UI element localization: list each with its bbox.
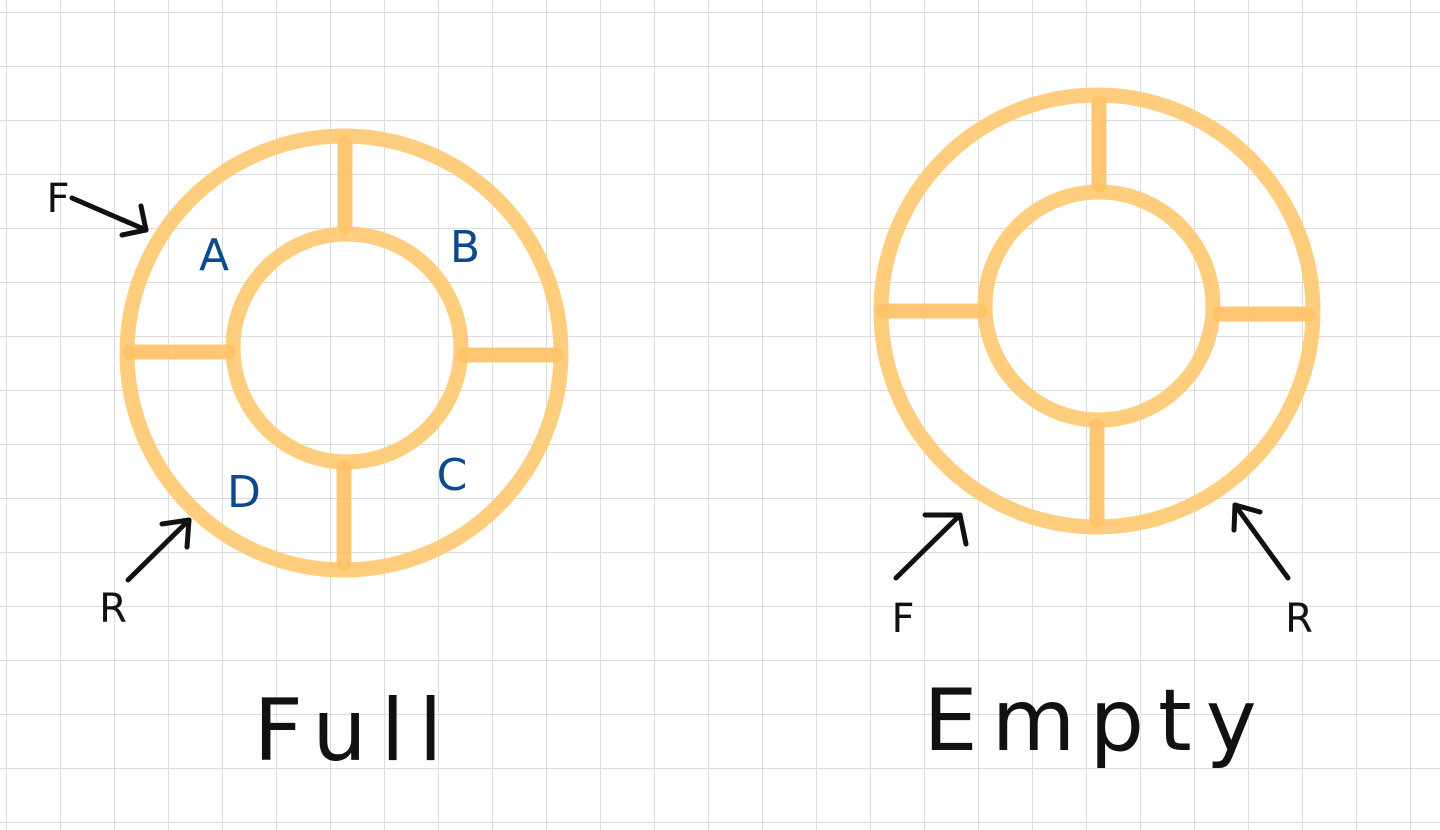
slot-label-b: B <box>450 222 480 273</box>
empty-front-arrow <box>893 512 969 581</box>
full-inner-ring <box>225 226 469 470</box>
empty-caption: Empty <box>923 671 1270 771</box>
slot-label-d: D <box>227 467 261 518</box>
empty-rear-label: R <box>1285 596 1313 642</box>
slot-label-c: C <box>437 450 468 501</box>
full-rear-label: R <box>99 586 127 632</box>
empty-inner-ring <box>977 184 1221 428</box>
full-rear-arrow <box>125 517 192 583</box>
slot-label-a: A <box>199 230 229 281</box>
empty-front-label: F <box>891 596 914 642</box>
full-front-arrow <box>69 195 149 238</box>
full-caption: Full <box>253 681 456 781</box>
full-front-label: F <box>46 176 69 222</box>
full-queue: A B C D F R Full <box>46 128 569 781</box>
empty-queue: F R Empty <box>873 87 1321 771</box>
empty-rear-arrow <box>1231 502 1291 581</box>
